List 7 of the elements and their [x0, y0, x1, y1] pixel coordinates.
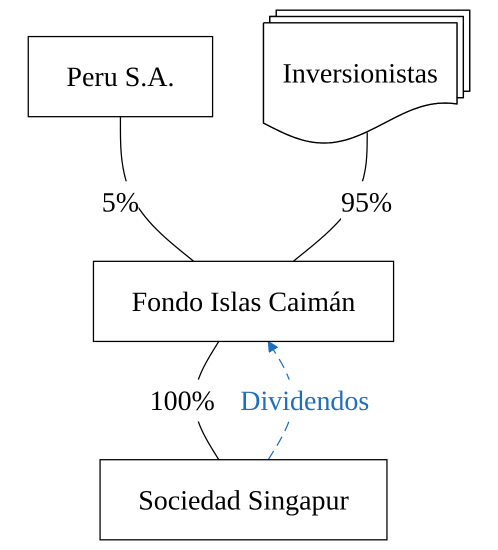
edge-label: 95%: [340, 186, 392, 218]
edge-label: 100%: [150, 384, 215, 416]
edge-label: Dividendos: [240, 384, 370, 416]
node-box: [99, 459, 388, 540]
node-box: [92, 260, 394, 342]
edge-label: 5%: [102, 186, 140, 218]
node-box: [28, 36, 214, 118]
